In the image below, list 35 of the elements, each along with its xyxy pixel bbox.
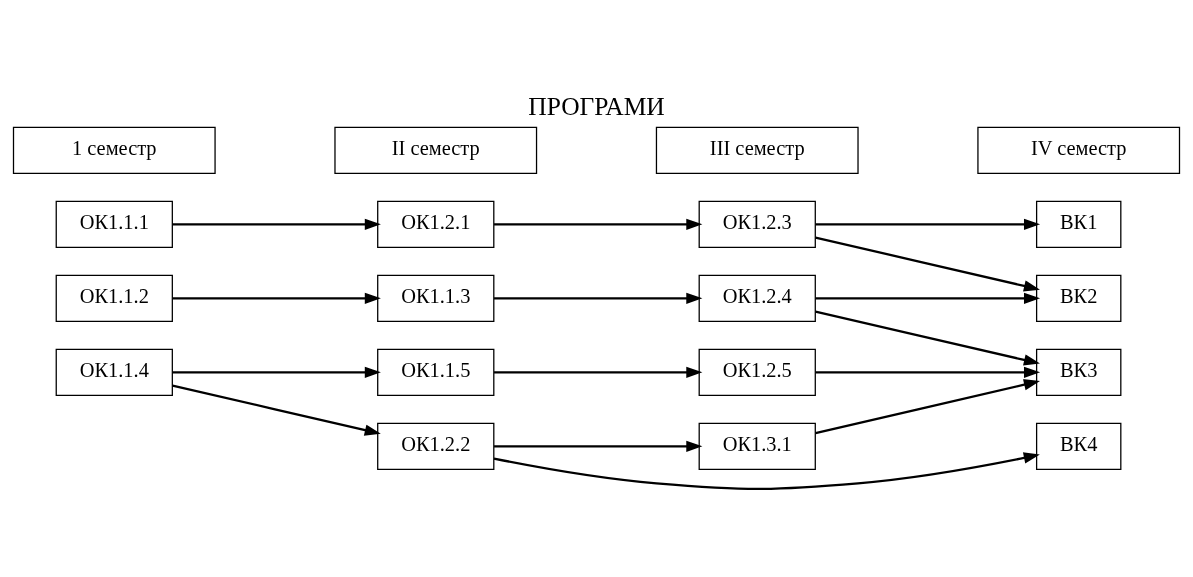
arrow (815, 366, 1041, 378)
arrow (172, 218, 381, 230)
arrow (172, 383, 381, 436)
arrow (815, 235, 1040, 291)
node-box: III семестр (655, 126, 859, 174)
arrow (494, 440, 703, 452)
node-box: ВК4 (1035, 422, 1122, 470)
node-box: ВК2 (1035, 274, 1122, 322)
node-box: IV семестр (977, 126, 1181, 174)
diagram-title: ПРОГРАМИ (528, 91, 665, 121)
arrow (172, 292, 381, 304)
node-box: ОК1.2.4 (698, 274, 816, 322)
arrow (815, 292, 1041, 304)
node-box: ОК1.3.1 (698, 422, 816, 470)
arrow (815, 378, 1040, 434)
node-box: ОК1.1.5 (377, 348, 495, 396)
node-box: 1 семестр (12, 126, 216, 174)
arrow (815, 309, 1040, 365)
node-box: ОК1.1.2 (55, 274, 173, 322)
node-box: ОК1.1.4 (55, 348, 173, 396)
arrow (172, 366, 381, 378)
arrow (815, 218, 1041, 230)
node-box: ВК1 (1035, 200, 1122, 248)
node-box: ОК1.2.3 (698, 200, 816, 248)
node-box: II семестр (334, 126, 538, 174)
arrow (493, 451, 1040, 490)
node-box: ОК1.1.1 (55, 200, 173, 248)
node-box: ОК1.1.3 (377, 274, 495, 322)
node-box: ОК1.2.5 (698, 348, 816, 396)
node-box: ОК1.2.1 (377, 200, 495, 248)
node-box: ОК1.2.2 (377, 422, 495, 470)
arrow (494, 366, 703, 378)
arrow (494, 218, 703, 230)
arrow (494, 292, 703, 304)
node-box: ВК3 (1035, 348, 1122, 396)
